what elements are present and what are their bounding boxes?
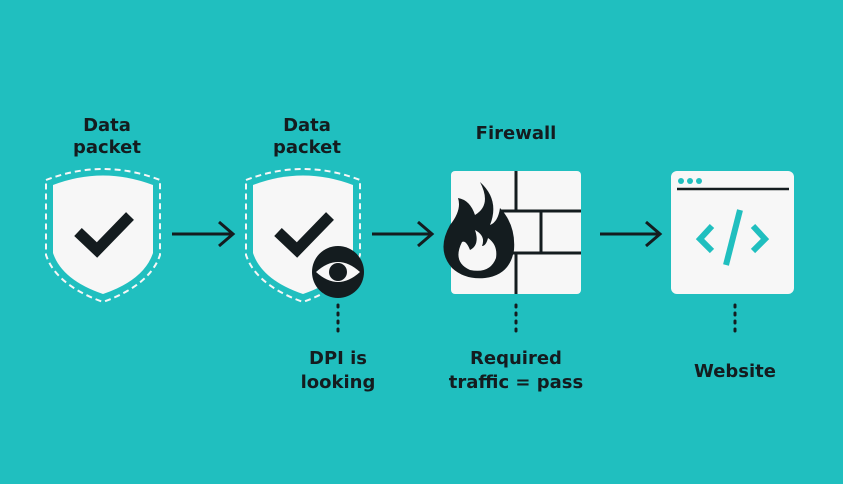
firewall-note-line2: traffic = pass: [449, 372, 583, 393]
browser-code-icon: [671, 171, 794, 294]
shield-check-icon: [45, 168, 161, 304]
step1-label-line1: Data: [83, 115, 131, 136]
firewall-label: Firewall: [476, 123, 557, 144]
arrow-right-icon: [372, 220, 435, 248]
arrow-right-icon: [600, 220, 663, 248]
step2-label-line1: Data: [283, 115, 331, 136]
firewall-note-line1: Required: [470, 348, 562, 369]
eye-icon: [312, 246, 364, 298]
dpi-note-line2: looking: [301, 372, 376, 393]
arrow-right-icon: [172, 220, 236, 248]
dpi-note-line1: DPI is: [309, 348, 367, 369]
step2-label-line2: packet: [273, 137, 341, 158]
step1-label-line2: packet: [73, 137, 141, 158]
firewall-flame-icon: [443, 171, 581, 294]
website-note: Website: [694, 361, 776, 382]
